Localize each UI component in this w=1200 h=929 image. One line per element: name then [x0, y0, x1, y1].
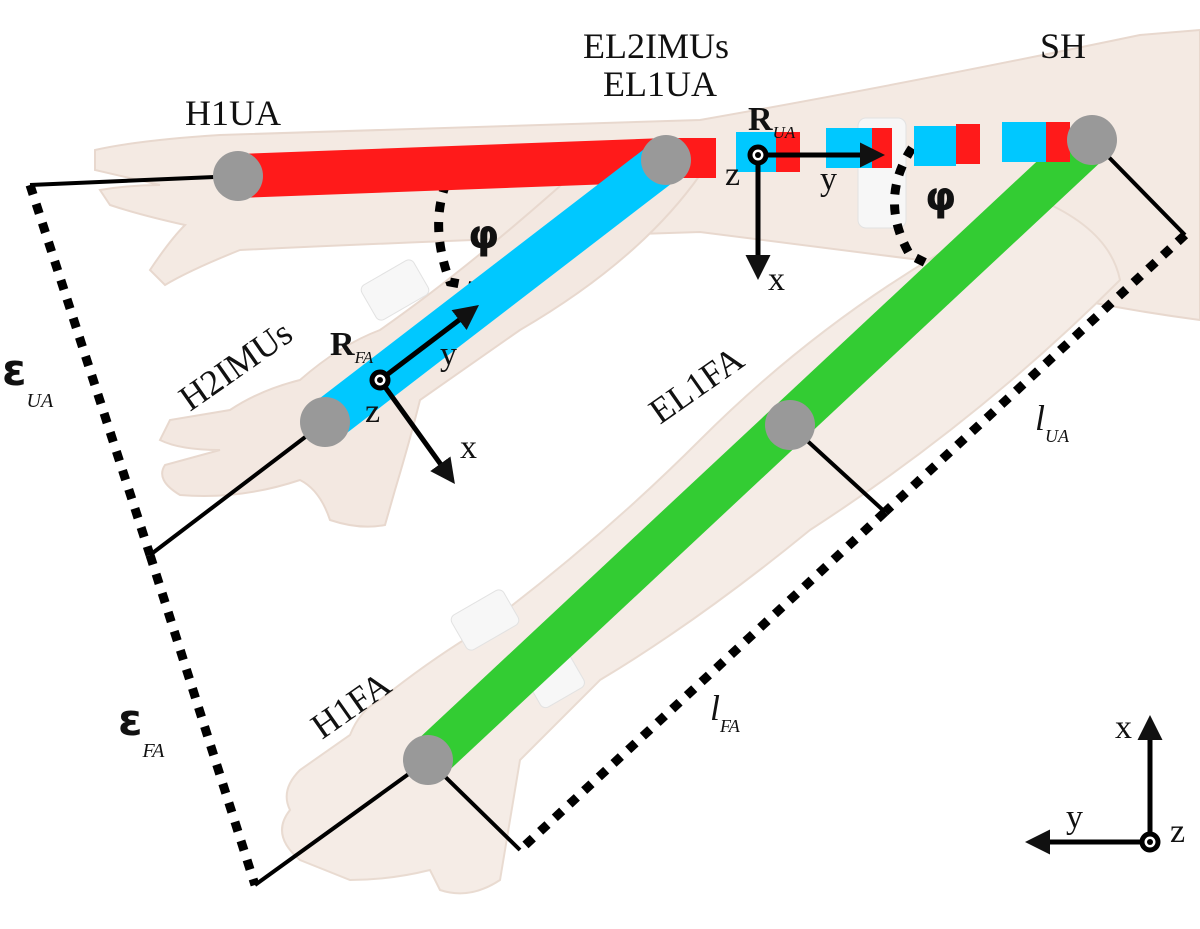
label-phi-left: φ — [468, 212, 499, 258]
joint-el1fa — [765, 400, 815, 450]
axis-label-fa-x: x — [460, 429, 477, 466]
joint-markers — [213, 115, 1117, 785]
label-r-fa: RFA — [330, 326, 374, 367]
axis-label-fa-z: z — [365, 393, 380, 430]
l-fa-line — [516, 508, 889, 854]
phi-arc-left — [434, 162, 493, 295]
frame-r-fa-x-arrow — [377, 378, 455, 485]
frame-r-fa-y-arrow — [378, 304, 479, 382]
offset-h1fa — [253, 758, 430, 887]
joint-sh — [1067, 115, 1117, 165]
dotted-model-lines — [25, 145, 1189, 887]
axis-label-ua-y: y — [820, 161, 837, 198]
joint-h2 — [300, 397, 350, 447]
joint-h1fa — [403, 735, 453, 785]
label-l-fa: lFA — [710, 688, 741, 736]
frame-r-fa — [369, 304, 479, 485]
axis-label-global-z: z — [1170, 813, 1185, 850]
epsilon-fa-line — [145, 553, 260, 887]
axis-label-global-y: y — [1066, 799, 1083, 836]
label-h1ua: H1UA — [185, 93, 281, 133]
label-el1ua: EL1UA — [603, 64, 717, 104]
imu-sensor-h1fa — [450, 589, 520, 651]
epsilon-ua-line — [25, 183, 155, 557]
joint-h1ua — [213, 151, 263, 201]
label-sh: SH — [1040, 26, 1086, 66]
joint-el1ua — [641, 135, 691, 185]
offset-h1ua — [29, 174, 239, 187]
label-el2imus: EL2IMUs — [583, 26, 729, 66]
label-epsilon-ua: εUA — [2, 345, 54, 412]
phi-arc-right — [890, 145, 943, 275]
frame-global — [1025, 715, 1163, 855]
axis-label-global-x: x — [1115, 709, 1132, 746]
l-ua-line — [881, 231, 1189, 516]
frame-r-ua — [745, 142, 885, 280]
offset-h2 — [148, 420, 327, 557]
segment-green — [412, 123, 1108, 777]
axis-label-ua-x: x — [768, 261, 785, 298]
label-l-ua: lUA — [1035, 398, 1070, 446]
label-epsilon-fa: εFA — [118, 695, 165, 762]
label-r-ua: RUA — [748, 101, 796, 142]
axis-label-ua-z: z — [725, 156, 740, 193]
imu-sensor-h2 — [360, 259, 430, 321]
axis-label-fa-y: y — [440, 336, 457, 373]
label-phi-right: φ — [925, 174, 956, 220]
segment-upper-arm-red — [237, 138, 667, 198]
